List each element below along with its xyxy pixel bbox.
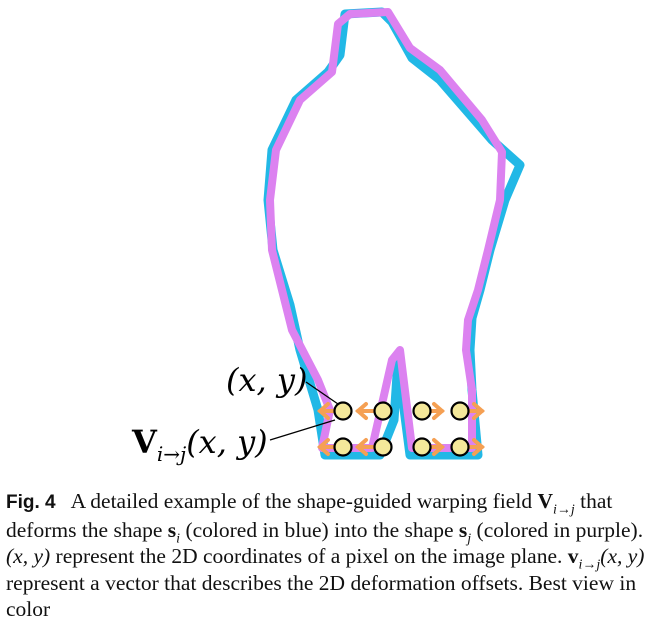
- caption-text: A detailed example of the shape-guided w…: [70, 489, 538, 513]
- pixel-marker: [450, 437, 470, 457]
- pixel-marker: [373, 401, 393, 421]
- caption-V-sub: i→j: [552, 502, 575, 518]
- arrowhead: [354, 438, 368, 456]
- vector-symbol: V: [132, 423, 157, 461]
- v-leader-line: [269, 419, 336, 441]
- pixel-marker: [412, 401, 432, 421]
- arrowhead: [472, 402, 486, 420]
- pixel-marker: [450, 401, 470, 421]
- caption-v-args: (x, y): [600, 544, 645, 568]
- arrowhead: [472, 438, 486, 456]
- figure: (x, y) Vi→j(x, y): [132, 7, 525, 464]
- vector-subscript: i→j: [156, 442, 187, 466]
- caption-text: (colored in purple).: [471, 517, 644, 542]
- arrowhead: [316, 438, 330, 456]
- caption-text: (colored in blue) into the shape: [180, 517, 459, 542]
- figure-number: Fig. 4: [6, 492, 56, 513]
- xy-coordinate-label: (x, y): [226, 361, 308, 399]
- xy-leader-line: [305, 381, 339, 405]
- arrowhead: [432, 438, 446, 456]
- arrowhead: [354, 402, 368, 420]
- caption-s: s: [458, 517, 468, 542]
- pixel-marker: [333, 437, 353, 457]
- warping-field-figure: [263, 7, 525, 460]
- pixel-marker: [373, 437, 393, 457]
- pixel-marker: [333, 401, 353, 421]
- arrowhead: [316, 402, 330, 420]
- caption-v-sub: i→j: [578, 557, 601, 573]
- vector-field-label: Vi→j(x, y): [132, 426, 268, 464]
- caption-V: V: [537, 489, 553, 513]
- vector-args: (x, y): [186, 423, 268, 461]
- pixel-marker: [412, 437, 432, 457]
- caption-text: represent the 2D coordinates of a pixel …: [50, 544, 568, 568]
- caption-s: s: [167, 517, 177, 542]
- caption-s-sub: i: [176, 530, 181, 546]
- figure-caption: Fig. 4 A detailed example of the shape-g…: [6, 488, 658, 623]
- caption-xy: (x, y): [6, 544, 51, 568]
- pixel-markers: [333, 401, 470, 457]
- caption-text: that deforms the shape: [6, 489, 613, 542]
- caption-text: represent a vector that describes the 2D…: [6, 570, 637, 622]
- arrowhead: [432, 402, 446, 420]
- caption-s-sub: j: [467, 530, 472, 546]
- caption-v: v: [567, 544, 579, 568]
